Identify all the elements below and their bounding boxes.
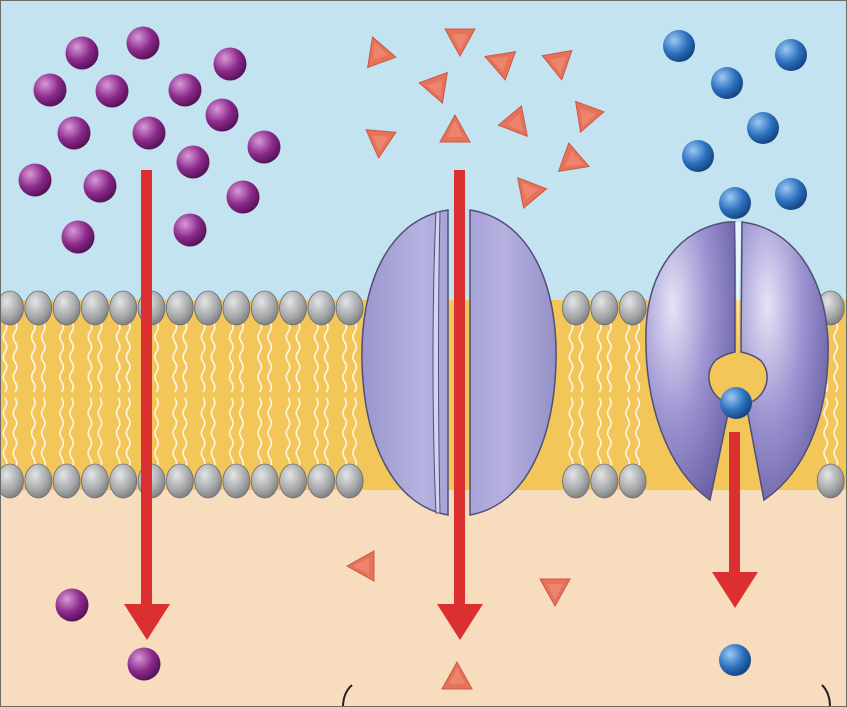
phospholipid-head xyxy=(222,463,251,499)
phospholipid-head xyxy=(52,463,81,499)
purple-molecule xyxy=(57,116,91,150)
triangle-molecule xyxy=(483,51,517,81)
purple-molecule xyxy=(18,163,52,197)
purple-molecule xyxy=(176,145,210,179)
phospholipid-head xyxy=(279,290,307,326)
phospholipid-head xyxy=(562,463,590,499)
triangle-molecule xyxy=(367,35,397,69)
phospholipid-head xyxy=(590,290,619,326)
triangle-molecule xyxy=(575,100,605,134)
purple-molecule xyxy=(173,213,207,247)
triangle-molecule xyxy=(441,660,473,690)
phospholipid-head xyxy=(250,463,279,499)
purple-molecule xyxy=(95,74,129,108)
phospholipid-head xyxy=(618,463,647,499)
purple-molecule xyxy=(213,47,247,81)
blue-molecule xyxy=(663,30,695,62)
phospholipid-head xyxy=(307,290,336,326)
triangle-molecule xyxy=(418,71,448,105)
triangle-molecules xyxy=(345,28,605,690)
triangle-molecule xyxy=(365,129,397,159)
phospholipid-head xyxy=(81,290,109,326)
purple-molecule xyxy=(127,647,161,681)
triangle-molecule xyxy=(497,105,528,138)
phospholipid-head xyxy=(335,463,364,499)
purple-molecule xyxy=(226,180,260,214)
phospholipid-head xyxy=(816,463,845,499)
phospholipid-head xyxy=(562,290,590,326)
phospholipid-head xyxy=(335,290,364,326)
phospholipid-head xyxy=(0,290,24,326)
blue-molecule xyxy=(747,112,779,144)
blue-molecule xyxy=(719,644,751,676)
purple-molecule xyxy=(126,26,160,60)
phospholipid-head xyxy=(194,290,223,326)
blue-molecule xyxy=(711,67,743,99)
triangle-molecule xyxy=(345,550,375,582)
arrow-channel-diffusion xyxy=(437,170,483,640)
purple-molecule xyxy=(61,220,95,254)
blue-molecule xyxy=(775,178,807,210)
triangle-molecule xyxy=(517,176,548,209)
purple-molecule xyxy=(83,169,117,203)
purple-molecule xyxy=(205,98,239,132)
arrow-simple-diffusion xyxy=(124,170,170,640)
phospholipid-head xyxy=(222,290,251,326)
purple-molecule xyxy=(33,73,67,107)
phospholipid-head xyxy=(194,463,223,499)
carrier-protein xyxy=(645,221,829,502)
blue-molecule xyxy=(682,140,714,172)
blue-molecule xyxy=(719,187,751,219)
phospholipid-head xyxy=(81,463,109,499)
phospholipid-head xyxy=(109,290,138,326)
triangle-molecule xyxy=(439,113,471,143)
triangle-molecule xyxy=(541,49,573,81)
phospholipid-head xyxy=(109,463,138,499)
phospholipid-head xyxy=(0,463,24,499)
purple-molecule xyxy=(132,116,166,150)
phospholipid-head xyxy=(52,290,81,326)
triangle-molecule xyxy=(557,142,591,172)
blue-molecule xyxy=(720,387,752,419)
phospholipid-head xyxy=(618,290,647,326)
phospholipid-head xyxy=(165,290,194,326)
purple-molecule xyxy=(168,73,202,107)
blue-molecule xyxy=(775,39,807,71)
bracket-marks xyxy=(342,684,831,707)
purple-molecule xyxy=(65,36,99,70)
purple-molecule xyxy=(55,588,89,622)
phospholipid-head xyxy=(24,290,53,326)
blue-molecules xyxy=(663,30,807,676)
phospholipid-head xyxy=(24,463,53,499)
phospholipid-head xyxy=(279,463,307,499)
phospholipid-head xyxy=(250,290,279,326)
phospholipid-head xyxy=(590,463,619,499)
arrow-carrier-diffusion xyxy=(712,432,758,608)
triangle-molecule xyxy=(539,578,571,608)
purple-molecule xyxy=(247,130,281,164)
triangle-molecule xyxy=(444,28,476,58)
channel-protein xyxy=(361,209,557,516)
phospholipid-head xyxy=(307,463,336,499)
phospholipid-head xyxy=(165,463,194,499)
transport-arrows xyxy=(124,170,758,640)
purple-molecules xyxy=(18,26,281,681)
